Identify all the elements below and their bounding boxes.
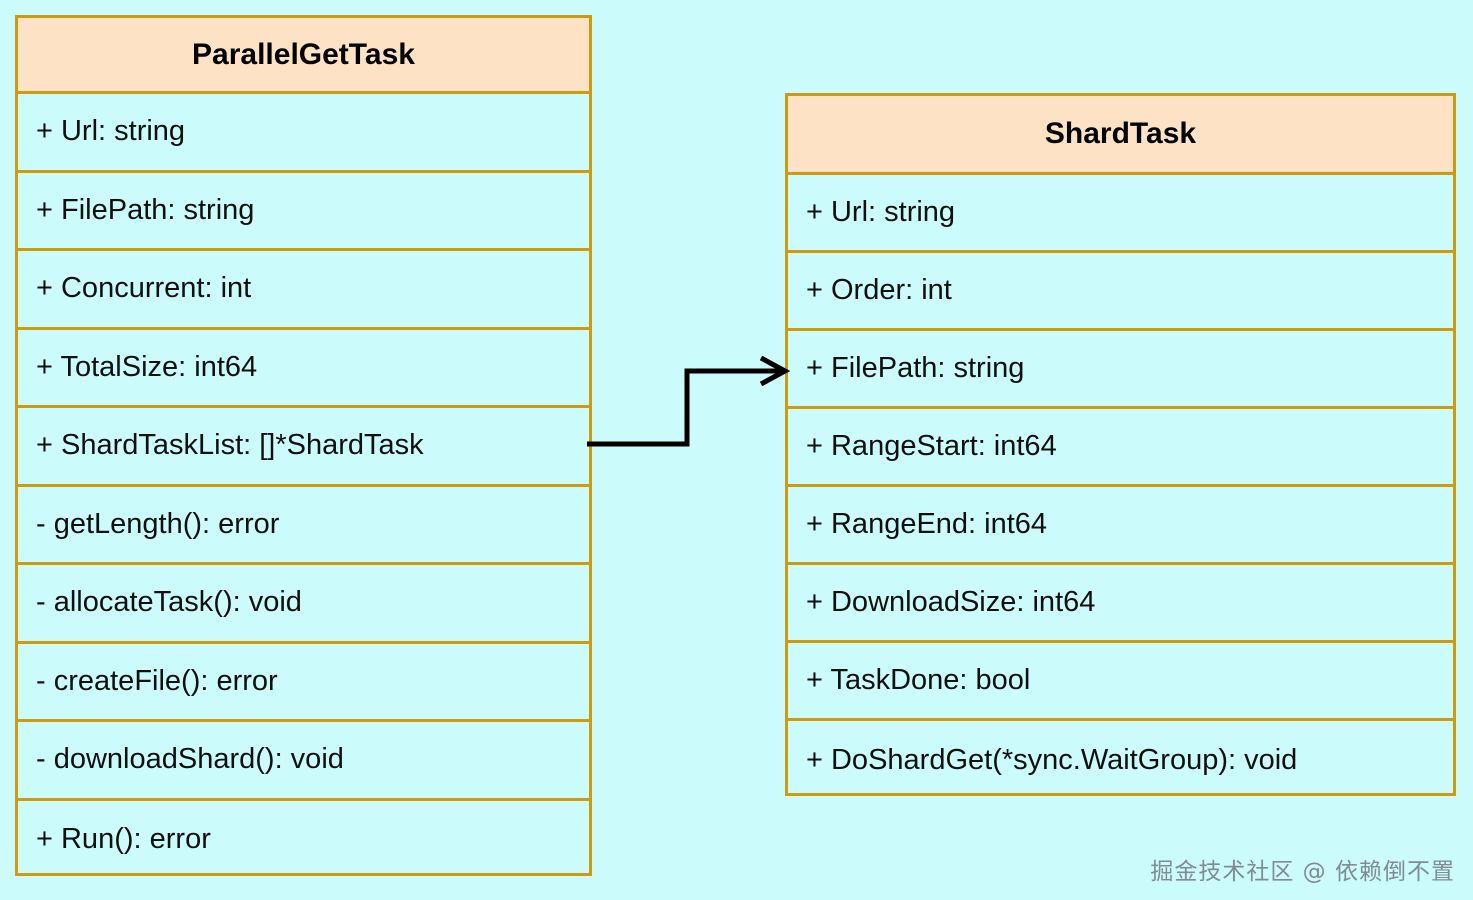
uml-member-row: + Url: string <box>18 94 589 173</box>
uml-member-row: + FilePath: string <box>18 173 589 251</box>
uml-member-row: - allocateTask(): void <box>18 565 589 644</box>
uml-member-row: + RangeStart: int64 <box>788 409 1453 487</box>
uml-member-row: + Order: int <box>788 253 1453 331</box>
uml-class-parallelgettask[interactable]: ParallelGetTask + Url: string + FilePath… <box>15 15 592 876</box>
uml-member-row: + DownloadSize: int64 <box>788 565 1453 643</box>
uml-member-row: + Url: string <box>788 175 1453 253</box>
uml-class-title-shardtask: ShardTask <box>788 96 1453 175</box>
uml-member-row: + FilePath: string <box>788 331 1453 409</box>
uml-member-row: - createFile(): error <box>18 644 589 722</box>
uml-member-row: + DoShardGet(*sync.WaitGroup): void <box>806 743 1298 776</box>
watermark-text: 掘金技术社区 @ 依赖倒不置 <box>1150 859 1455 885</box>
uml-member-row: + Concurrent: int <box>18 251 589 330</box>
uml-member-row: + TotalSize: int64 <box>18 330 589 408</box>
uml-class-title-parallelgettask: ParallelGetTask <box>18 18 589 94</box>
uml-member-row: + Run(): error <box>36 823 211 856</box>
uml-member-row: + RangeEnd: int64 <box>788 487 1453 565</box>
uml-member-row: - getLength(): error <box>18 487 589 565</box>
uml-member-row: - downloadShard(): void <box>18 722 589 801</box>
association-arrow-icon <box>587 355 791 447</box>
uml-member-row: + TaskDone: bool <box>788 643 1453 721</box>
uml-class-shardtask[interactable]: ShardTask + Url: string + Order: int + F… <box>785 93 1456 796</box>
uml-member-row: + ShardTaskList: []*ShardTask <box>18 408 589 487</box>
